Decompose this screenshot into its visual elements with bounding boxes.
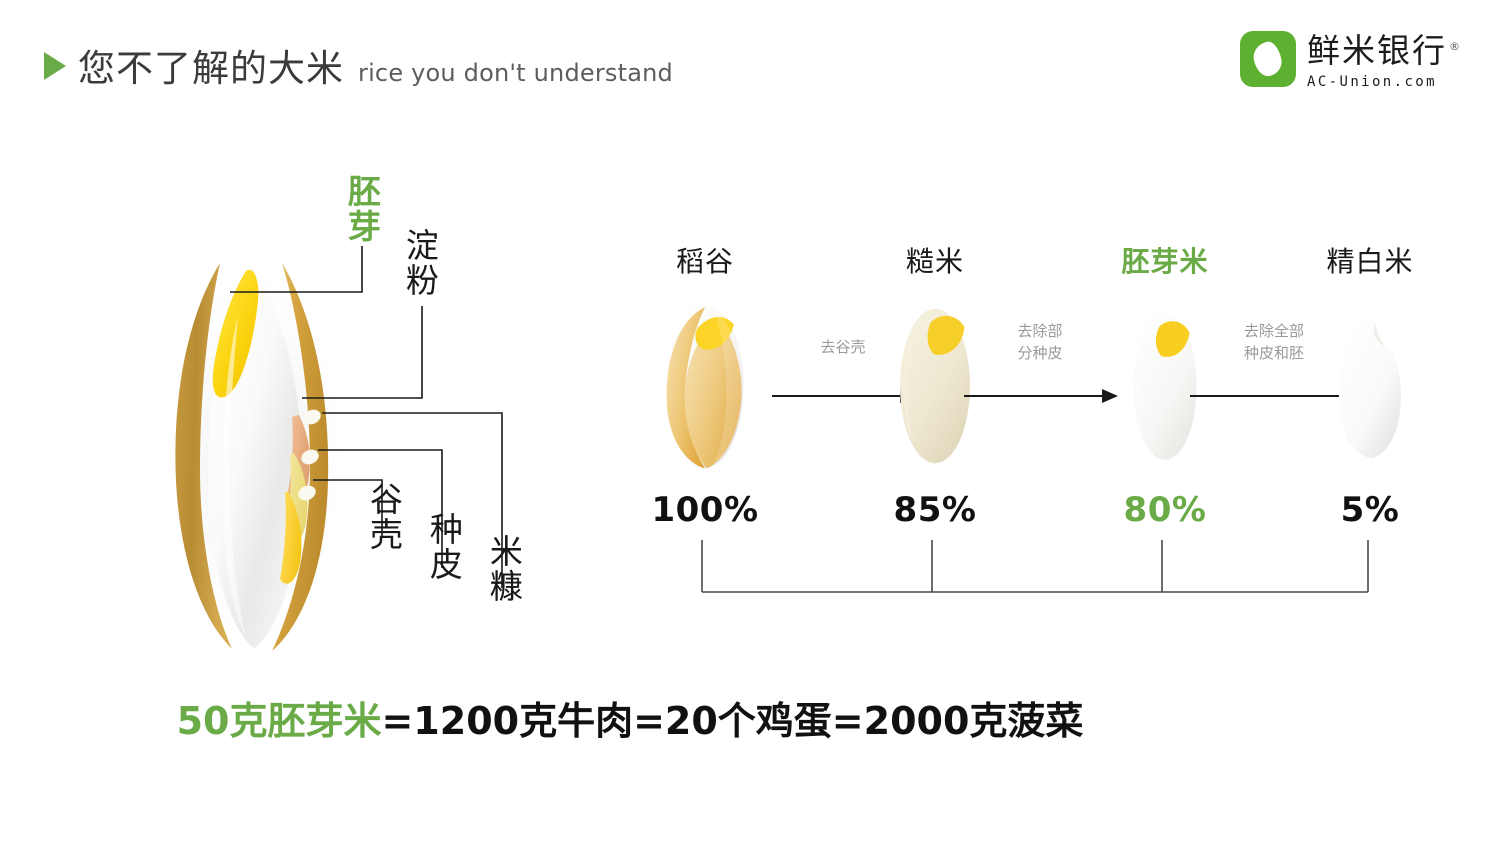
grain-slot	[1080, 296, 1250, 486]
stage-name: 精白米	[1326, 245, 1414, 278]
label-seed-coat: 种皮	[424, 512, 464, 582]
logo-text-block: 鲜米银行® AC-Union.com	[1307, 28, 1462, 91]
white-rice-grain-icon	[1338, 316, 1401, 459]
logo-grain-shape	[1250, 39, 1285, 79]
stage-name: 稻谷	[675, 245, 734, 278]
label-germ: 胚芽	[342, 174, 382, 244]
flow-stage-germ-rice: 胚芽米 80%	[1080, 240, 1250, 530]
stage-name: 糙米	[905, 245, 964, 278]
stage-connector-bracket	[701, 540, 1369, 593]
paddy-grain-icon	[666, 304, 744, 469]
grain-slot	[620, 296, 790, 486]
arrow-remove-partial-seed-coat: 去除部 分种皮	[960, 320, 1120, 408]
stage-percent: 85%	[893, 490, 977, 530]
page-title-cn: 您不了解的大米	[78, 47, 344, 90]
arrow-label: 去谷壳	[820, 338, 866, 356]
arrow-label: 去除全部 种皮和胚	[1243, 322, 1304, 362]
germ-rice-grain-icon	[1133, 312, 1197, 460]
equation-highlight: 50克胚芽米	[176, 699, 382, 743]
stage-name: 胚芽米	[1121, 245, 1209, 278]
rice-grain-logo-icon	[1240, 31, 1296, 87]
label-starch: 淀粉	[400, 228, 440, 298]
logo-brand-name: 鲜米银行	[1307, 31, 1447, 70]
logo-brand-name-wrap: 鲜米银行®	[1307, 28, 1462, 70]
label-husk: 谷壳	[364, 482, 404, 552]
page-title: 您不了解的大米 rice you don't understand	[44, 38, 673, 92]
play-triangle-icon	[44, 52, 66, 80]
equation-rest: =1200克牛肉=20个鸡蛋=2000克菠菜	[381, 699, 1084, 743]
grain-slot	[1285, 296, 1455, 486]
logo-domain: AC-Union.com	[1307, 74, 1437, 90]
arrow-line-icon	[964, 389, 1118, 403]
brown-rice-grain-icon	[900, 308, 970, 464]
rice-grain-cross-section-icon	[163, 257, 347, 657]
stage-percent: 80%	[1123, 490, 1207, 530]
page-title-en: rice you don't understand	[358, 59, 673, 87]
flow-stage-paddy: 稻谷	[620, 240, 790, 530]
arrow-label: 去除部 分种皮	[1017, 322, 1063, 362]
stage-percent: 100%	[651, 490, 759, 530]
flow-stage-white-rice: 精白米 5%	[1285, 240, 1455, 530]
label-rice-bran: 米糠	[484, 534, 524, 604]
anatomy-callout-lines	[230, 246, 503, 588]
brand-logo: 鲜米银行® AC-Union.com	[1240, 28, 1462, 91]
stage-percent: 5%	[1340, 490, 1400, 530]
rice-anatomy-diagram: 胚芽 淀粉 谷壳 种皮 米糠	[150, 160, 570, 680]
arrow-remove-all-seed-coat-and-germ: 去除全部 种皮和胚	[1186, 320, 1362, 408]
milling-process-flow: 稻谷	[620, 240, 1460, 600]
page-header: 您不了解的大米 rice you don't understand 鲜米银行® …	[0, 0, 1500, 118]
grain-slot	[850, 296, 1020, 486]
flow-stage-brown-rice: 糙米 85%	[850, 240, 1020, 530]
nutrition-equation: 50克胚芽米=1200克牛肉=20个鸡蛋=2000克菠菜	[0, 690, 1260, 745]
registered-mark-icon: ®	[1449, 40, 1462, 53]
